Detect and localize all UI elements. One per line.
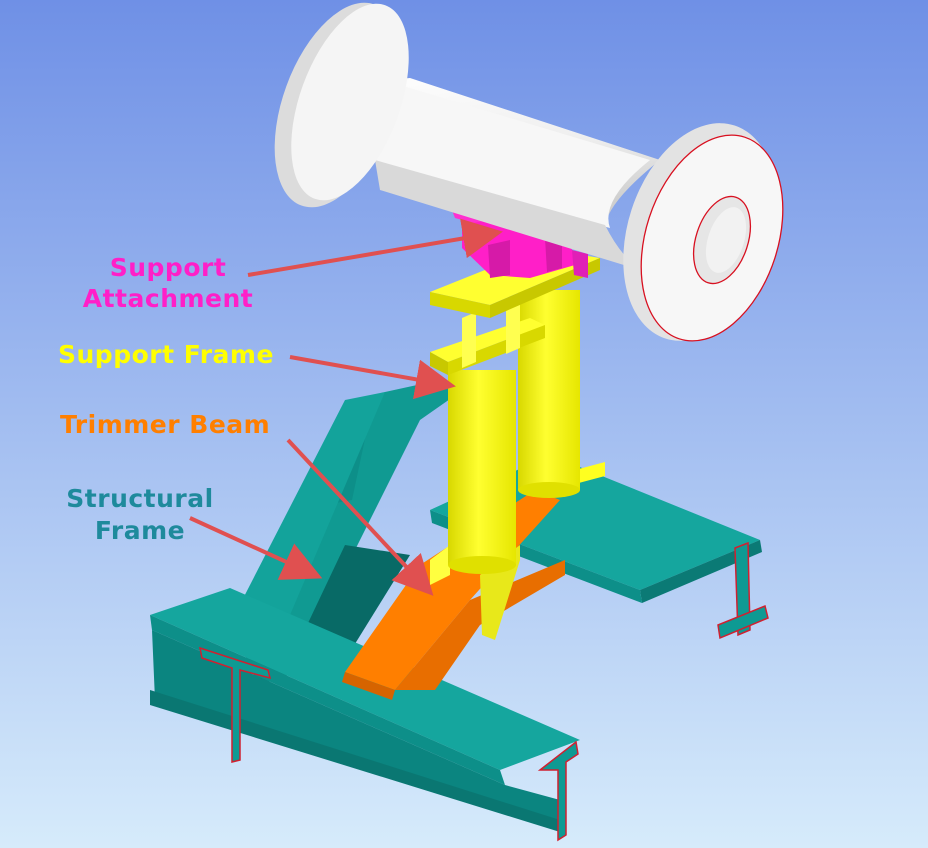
left-beam-flange <box>232 392 385 620</box>
structural-frame <box>150 380 769 842</box>
web-plate-1 <box>462 312 476 368</box>
front-beam-flange-edge <box>150 615 505 785</box>
attachment-lug-1 <box>488 240 510 278</box>
right-beam-end <box>734 541 751 637</box>
front-beam-bottom-flange <box>150 690 560 832</box>
front-column <box>448 370 516 565</box>
base-plate-right <box>575 462 605 484</box>
label-support-attachment-line1: Support <box>110 253 227 282</box>
front-beam-end-section <box>199 646 272 763</box>
top-header-front <box>430 292 490 318</box>
right-flange-bore <box>705 207 747 273</box>
arrow-structural-frame <box>189 516 323 580</box>
label-structural-frame-line1: Structural <box>66 484 213 513</box>
rear-column-base <box>518 482 580 498</box>
top-header-side <box>490 258 600 318</box>
right-beam-bottom-flange <box>717 604 769 640</box>
base-plate-left <box>430 545 450 585</box>
front-column-base <box>448 556 516 574</box>
label-trimmer-beam: Trimmer Beam <box>60 410 270 439</box>
arrow-support-attachment <box>247 218 503 277</box>
label-support-frame: Support Frame <box>58 340 274 369</box>
callout-arrows <box>189 218 503 596</box>
left-flange-face <box>291 3 409 201</box>
arrow-trimmer-beam <box>286 438 434 596</box>
trimmer-beam-edge <box>342 672 395 700</box>
pipe-spool <box>274 2 784 342</box>
arrow-support-frame <box>289 355 456 400</box>
trimmer-beam-web <box>395 560 565 690</box>
front-beam-right-end <box>537 740 579 842</box>
pipe-body-highlight <box>372 85 650 228</box>
front-beam-web <box>152 630 560 830</box>
right-beam-flange-edge <box>640 540 762 603</box>
pipe-body-underside <box>375 160 640 270</box>
label-structural-frame-line2: Frame <box>95 516 185 545</box>
label-support-attachment-line2: Attachment <box>83 284 254 313</box>
attachment-lug-3 <box>572 250 588 278</box>
